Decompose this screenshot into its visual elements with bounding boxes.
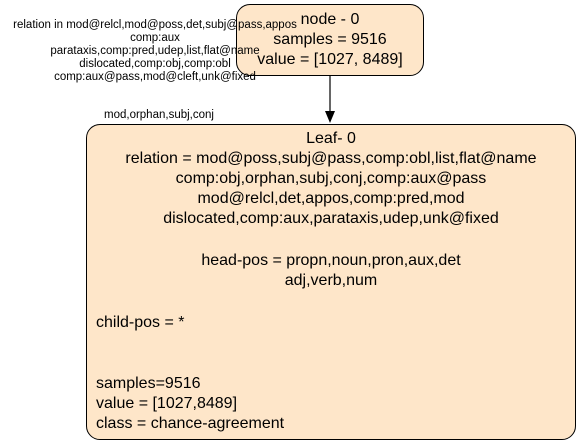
root-value: value = [1027, 8489] — [257, 51, 403, 68]
edge-left-label-line: comp:aux — [130, 32, 180, 44]
edge-left-label-line: parataxis,comp:pred,udep,list,flat@name — [50, 45, 260, 57]
edge-left-label-line: dislocated,comp:obj,comp:obl — [79, 58, 231, 70]
root-node: node - 0 samples = 9516 value = [1027, 8… — [236, 4, 424, 76]
leaf-relation-line: comp:obj,orphan,subj,conj,comp:aux@pass — [175, 170, 487, 187]
edge-left-label-line: comp:aux@pass,mod@cleft,unk@fixed — [54, 71, 256, 83]
leaf-headpos-line: head-pos = propn,noun,pron,aux,det — [201, 252, 461, 269]
leaf-relation-line: relation = mod@poss,subj@pass,comp:obl,l… — [125, 150, 537, 167]
leaf-samples: samples=9516 — [96, 375, 201, 392]
leaf-headpos-line: adj,verb,num — [284, 272, 378, 289]
leaf-relation-line: dislocated,comp:aux,parataxis,udep,unk@f… — [163, 210, 499, 227]
root-title: node - 0 — [300, 11, 360, 28]
edge-left-label: relation in mod@relcl,mod@poss,det,subj@… — [0, 19, 310, 84]
edge-arrowhead — [325, 111, 335, 123]
leaf-value: value = [1027,8489] — [96, 395, 238, 412]
leaf-node: Leaf- 0 relation = mod@poss,subj@pass,co… — [86, 124, 576, 440]
root-samples: samples = 9516 — [273, 31, 387, 48]
edge-right-label: mod,orphan,subj,conj — [104, 109, 214, 121]
edge-left-label-line: relation in mod@relcl,mod@poss,det,subj@… — [13, 19, 297, 31]
leaf-class: class = chance-agreement — [96, 415, 285, 432]
leaf-childpos: child-pos = * — [96, 314, 185, 331]
leaf-relation-line: mod@relcl,det,appos,comp:pred,mod — [197, 190, 465, 207]
leaf-title: Leaf- 0 — [306, 130, 356, 147]
